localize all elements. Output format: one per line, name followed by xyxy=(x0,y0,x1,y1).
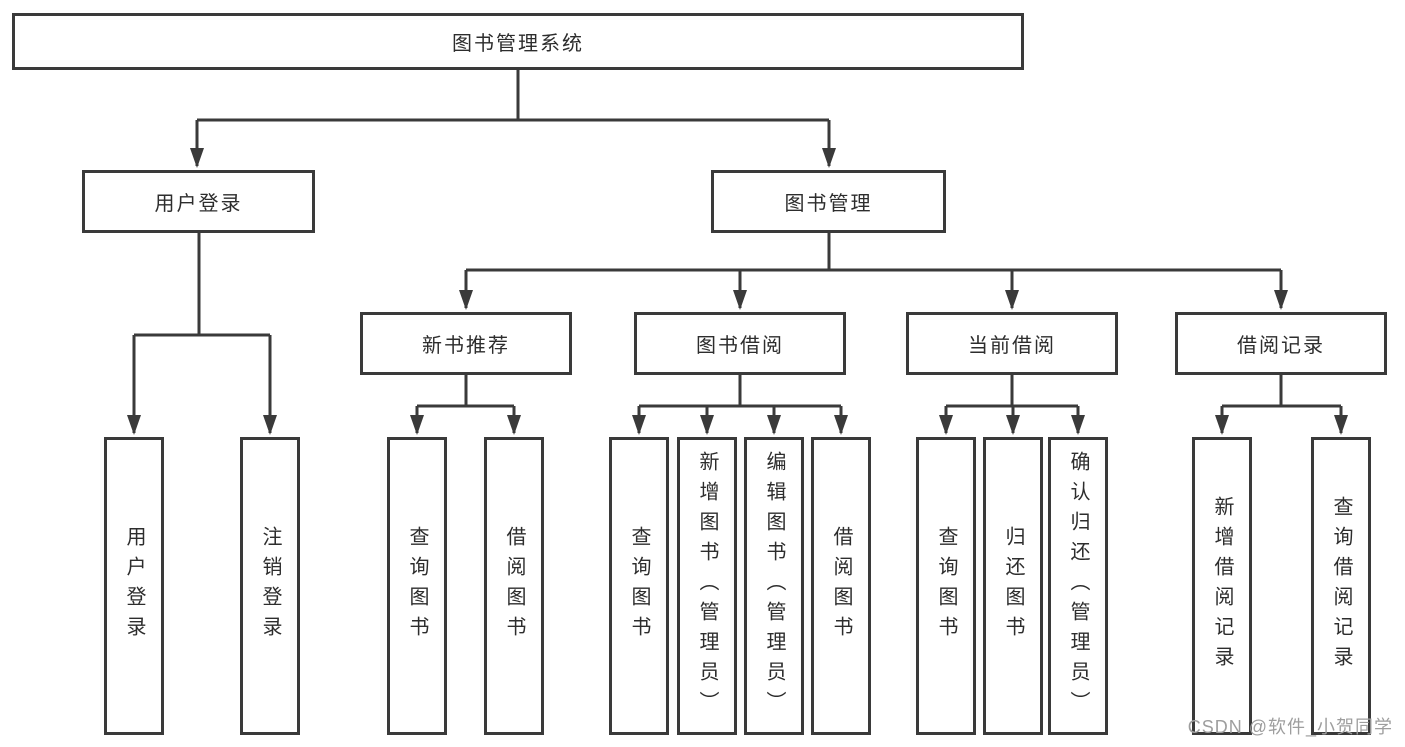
node-label: 用户登录 xyxy=(123,526,145,646)
node-label: 当前借阅 xyxy=(968,335,1056,357)
leaf-logout: 注销登录 xyxy=(240,437,300,735)
node-label: 借阅记录 xyxy=(1237,335,1325,357)
node-borrow-records: 借阅记录 xyxy=(1175,312,1387,375)
node-label: 新增借阅记录 xyxy=(1211,496,1233,676)
node-label: 归还图书 xyxy=(1002,526,1024,646)
node-label: 图书管理 xyxy=(784,193,873,215)
node-label: 查询图书 xyxy=(628,526,650,646)
leaf-edit-book-admin: 编辑图书（管理员） xyxy=(744,437,804,735)
watermark: CSDN @软件_小贺同学 xyxy=(1187,717,1393,737)
node-label: 新增图书（管理员） xyxy=(696,451,718,721)
leaf-borrow-books: 借阅图书 xyxy=(811,437,871,735)
leaf-query-books-borrow: 查询图书 xyxy=(609,437,669,735)
node-label: 查询图书 xyxy=(406,526,428,646)
leaf-query-books-recommend: 查询图书 xyxy=(387,437,447,735)
leaf-query-borrow-record: 查询借阅记录 xyxy=(1311,437,1371,735)
node-label: 确认归还（管理员） xyxy=(1067,451,1089,721)
node-label: 用户登录 xyxy=(154,193,243,215)
node-label: 查询借阅记录 xyxy=(1330,496,1352,676)
node-label: 借阅图书 xyxy=(830,526,852,646)
node-current-borrow: 当前借阅 xyxy=(906,312,1118,375)
leaf-borrow-books-recommend: 借阅图书 xyxy=(484,437,544,735)
node-label: 新书推荐 xyxy=(422,335,510,357)
leaf-add-book-admin: 新增图书（管理员） xyxy=(677,437,737,735)
leaf-query-books-current: 查询图书 xyxy=(916,437,976,735)
leaf-return-books: 归还图书 xyxy=(983,437,1043,735)
node-book-mgmt: 图书管理 xyxy=(711,170,946,233)
node-user-login: 用户登录 xyxy=(82,170,315,233)
node-book-borrow: 图书借阅 xyxy=(634,312,846,375)
leaf-add-borrow-record: 新增借阅记录 xyxy=(1192,437,1252,735)
node-root: 图书管理系统 xyxy=(12,13,1024,70)
node-label: 图书借阅 xyxy=(696,335,784,357)
node-label: 图书管理系统 xyxy=(452,33,584,55)
node-label: 编辑图书（管理员） xyxy=(763,451,785,721)
leaf-confirm-return-admin: 确认归还（管理员） xyxy=(1048,437,1108,735)
node-label: 借阅图书 xyxy=(503,526,525,646)
leaf-user-login: 用户登录 xyxy=(104,437,164,735)
node-label: 查询图书 xyxy=(935,526,957,646)
node-label: 注销登录 xyxy=(259,526,281,646)
node-new-book-recommend: 新书推荐 xyxy=(360,312,572,375)
